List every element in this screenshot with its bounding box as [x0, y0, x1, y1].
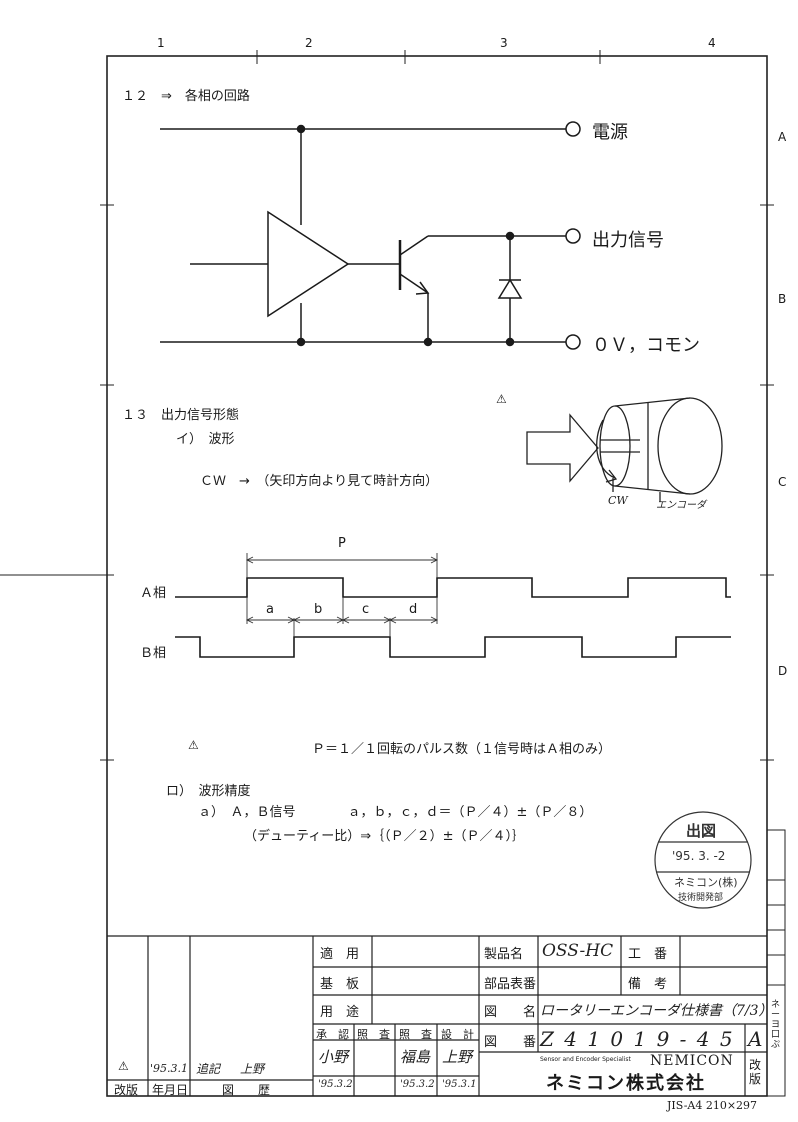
label-parts-list: 部品表番: [484, 977, 537, 992]
dimension-lines: [245, 553, 439, 637]
label-remarks: 備 考: [628, 977, 668, 992]
side-strip-label: ネーヨ口ぷ: [771, 1000, 781, 1050]
design-date: '95.3.1: [442, 1079, 477, 1090]
ruler-row-c: C: [778, 475, 787, 489]
label-usage: 用 途: [320, 1005, 360, 1020]
label-output-signal: 出力信号: [592, 230, 664, 251]
history-header-description: 図 歴: [222, 1083, 271, 1097]
phase-b-label: Ｂ相: [140, 646, 167, 661]
title-block-grid: [107, 935, 767, 1096]
ruler-col-2: 2: [305, 36, 313, 50]
approval-signature: 小野: [318, 1048, 349, 1066]
history-signature: 上野: [240, 1062, 265, 1076]
company-tagline: Sensor and Encoder Specialist: [540, 1056, 631, 1063]
duty-ratio-line: （デューティー比）⇒｛（Ｐ／２）±（Ｐ／４）｝: [244, 829, 526, 844]
history-header-date: 年月日: [152, 1083, 189, 1097]
circuit-diagram: [160, 121, 581, 350]
label-check-2: 照 査: [399, 1028, 432, 1041]
revision-mark-icon: ⚠: [496, 392, 507, 406]
section-12-heading: １２ ⇒ 各相の回路: [122, 89, 250, 104]
history-revision-mark: ⚠: [118, 1059, 129, 1073]
period-label: P: [338, 536, 346, 551]
revision-mark-icon-2: ⚠: [188, 738, 199, 752]
company-name-en: NEMICON: [650, 1053, 734, 1069]
label-power: 電源: [592, 122, 628, 143]
ruler-col-1: 1: [157, 36, 165, 50]
label-approval: 承 認: [316, 1028, 349, 1041]
history-date: '95.3.1: [150, 1062, 189, 1075]
segment-a-label: a: [266, 602, 274, 617]
stamp-release: 出図: [686, 822, 717, 840]
history-header-revision: 改版: [114, 1083, 139, 1097]
label-applicable: 適 用: [320, 947, 360, 962]
paper-size-footer: JIS-A4 210×297: [667, 1099, 758, 1112]
encoder-illustration: [526, 397, 723, 502]
revision-letter: A: [748, 1027, 763, 1051]
segment-c-label: c: [362, 602, 370, 617]
ruler-row-b: B: [778, 292, 787, 306]
check-signature: 福島: [400, 1048, 431, 1066]
revision-label: 改版: [749, 1058, 762, 1086]
check-date: '95.3.2: [400, 1079, 435, 1090]
label-ground-common: ０Ｖ，コモン: [592, 335, 700, 356]
figure-label-encoder: エンコーダ: [656, 500, 706, 511]
approval-date: '95.3.2: [318, 1079, 353, 1090]
drawing-name-value: ロータリーエンコーダ仕様書（7/3）: [540, 1003, 773, 1019]
subsection-waveform-accuracy: ロ） 波形精度: [166, 784, 251, 799]
label-board: 基 板: [320, 977, 360, 992]
label-construction-no: 工 番: [628, 947, 668, 962]
accuracy-ab-line: ａ） Ａ，Ｂ信号 ａ，ｂ，ｃ，ｄ＝（Ｐ／４）±（Ｐ／８）: [198, 805, 593, 820]
history-description: 追記: [196, 1062, 221, 1076]
label-design: 設 計: [441, 1028, 474, 1041]
figure-label-cw: CW: [608, 494, 628, 507]
stamp-department: 技術開発部: [678, 893, 724, 903]
label-product-name: 製品名: [484, 947, 524, 962]
drawing-number-value: Z 4 1 0 1 9 - 4 5: [540, 1027, 735, 1051]
label-drawing-number: 図 番: [484, 1035, 537, 1050]
phase-a-label: Ａ相: [140, 586, 167, 601]
cw-direction-text: ＣＷ → （矢印方向より見て時計方向）: [200, 474, 439, 489]
stamp-date: '95. 3. -2: [672, 849, 726, 863]
section-13-heading: １３ 出力信号形態: [122, 408, 240, 423]
subsection-waveform: イ） 波形: [176, 432, 235, 447]
product-name-value: OSS-HC: [542, 941, 614, 961]
label-check-1: 照 査: [357, 1028, 390, 1041]
ruler-row-d: D: [778, 664, 788, 678]
waveform-diagram: [175, 577, 731, 658]
segment-d-label: d: [409, 602, 418, 617]
ruler-row-a: A: [778, 130, 787, 144]
design-signature: 上野: [442, 1048, 473, 1066]
stamp-company: ネミコン(株): [674, 876, 738, 889]
ruler-col-3: 3: [500, 36, 508, 50]
segment-b-label: b: [314, 602, 323, 617]
side-strip: [766, 829, 786, 1097]
company-name-jp: ネミコン株式会社: [546, 1073, 706, 1094]
ruler-col-4: 4: [708, 36, 716, 50]
release-stamp: [654, 811, 752, 909]
pulse-count-note: Ｐ＝１／１回転のパルス数（１信号時はＡ相のみ）: [312, 742, 612, 757]
label-drawing-name: 図 名: [484, 1005, 537, 1020]
